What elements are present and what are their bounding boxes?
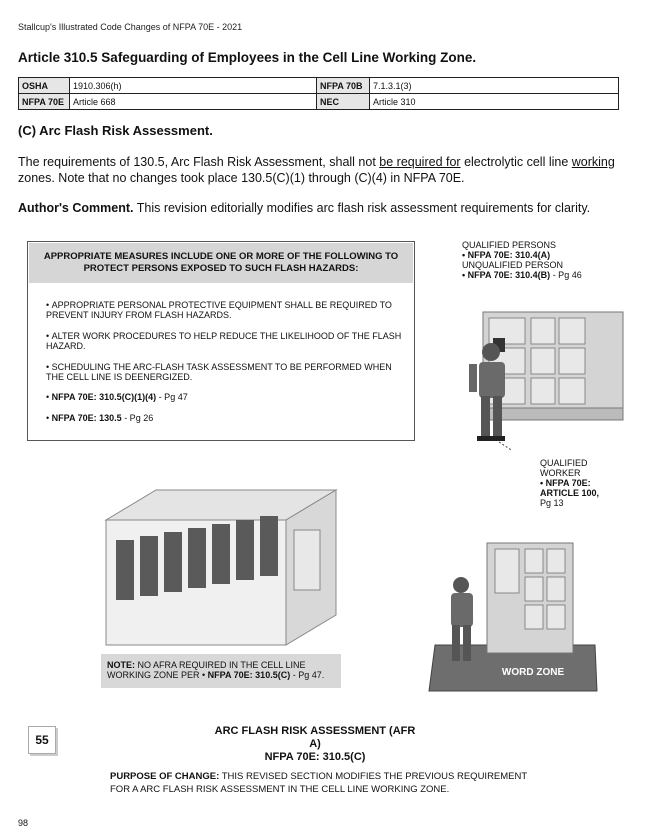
author-comment-text: This revision editorially modifies arc f… — [133, 201, 591, 215]
table-cell: 7.1.3.1(3) — [369, 77, 619, 94]
text-run: electrolytic cell line — [460, 155, 572, 169]
table-cell: NEC — [316, 93, 370, 110]
table-cell: NFPA 70B — [316, 77, 370, 94]
reference-table: OSHA 1910.306(h) NFPA 70B 7.1.3.1(3) NFP… — [18, 77, 619, 110]
label-line: QUALIFIED — [540, 458, 588, 468]
label-line: WORKER — [540, 468, 581, 478]
body-paragraph: The requirements of 130.5, Arc Flash Ris… — [18, 154, 618, 186]
zone-label: WORD ZONE — [501, 667, 565, 678]
list-item: • NFPA 70E: 130.5 - Pg 26 — [46, 413, 154, 423]
table-cell: 1910.306(h) — [69, 77, 317, 94]
underlined-text: be required for — [379, 155, 461, 169]
table-row: OSHA 1910.306(h) NFPA 70B 7.1.3.1(3) — [18, 77, 619, 94]
purpose-of-change: PURPOSE OF CHANGE: THIS REVISED SECTION … — [110, 770, 540, 796]
page-ref: - Pg 26 — [121, 413, 154, 423]
table-cell: Article 310 — [369, 93, 619, 110]
purpose-text: THIS REVISED SECTION MODIFIES THE PREVIO… — [219, 771, 528, 782]
label-line: QUALIFIED PERSONS — [462, 240, 557, 250]
list-item: • APPROPRIATE PERSONAL PROTECTIVE EQUIPM… — [46, 300, 392, 320]
qualified-worker-label: QUALIFIED WORKER • NFPA 70E: ARTICLE 100… — [540, 458, 599, 508]
heading-line: PROTECT PERSONS EXPOSED TO SUCH FLASH HA… — [83, 263, 359, 274]
page-ref: - Pg 47. — [290, 670, 325, 680]
label-line: • NFPA 70E: — [540, 478, 591, 488]
heading-line: APPROPRIATE MEASURES INCLUDE ONE OR MORE… — [43, 251, 399, 262]
label-line: • NFPA 70E: 310.4(A) — [462, 250, 551, 260]
reference: NFPA 70E: 130.5 — [51, 413, 122, 423]
caption-line: NFPA 70E: 310.5(C) — [264, 751, 366, 763]
measures-box: APPROPRIATE MEASURES INCLUDE ONE OR MORE… — [27, 241, 415, 441]
page-ref: - Pg 46 — [550, 270, 582, 280]
author-comment: Author's Comment. This revision editoria… — [18, 200, 638, 216]
reference: NFPA 70E: 310.5(C) — [207, 670, 291, 680]
page-number: 98 — [18, 818, 29, 828]
list-item-text: SCHEDULING THE ARC-FLASH TASK ASSESSMENT… — [46, 362, 392, 382]
table-cell: NFPA 70E — [18, 93, 70, 110]
page-ref: - Pg 47 — [156, 392, 188, 402]
note-text: WORKING ZONE PER • — [107, 670, 208, 680]
list-item: • ALTER WORK PROCEDURES TO HELP REDUCE T… — [46, 331, 402, 351]
text-run: The requirements of 130.5, Arc Flash Ris… — [18, 155, 380, 169]
list-item-text: ALTER WORK PROCEDURES TO HELP REDUCE THE… — [46, 331, 402, 351]
article-title: Article 310.5 Safeguarding of Employees … — [18, 50, 477, 65]
page-badge: 55 — [28, 726, 56, 754]
table-cell: OSHA — [18, 77, 70, 94]
underlined-text: working — [571, 155, 615, 169]
note-box: NOTE: NO AFRA REQUIRED IN THE CELL LINE … — [101, 654, 341, 688]
label-line: Pg 13 — [540, 498, 564, 508]
worker-cabinet-illustration — [469, 311, 624, 450]
table-row: NFPA 70E Article 668 NEC Article 310 — [18, 93, 619, 110]
text-run: zones. Note that no changes took place 1… — [18, 171, 465, 185]
measures-box-heading: APPROPRIATE MEASURES INCLUDE ONE OR MORE… — [29, 243, 413, 283]
note-text: NO AFRA REQUIRED IN THE CELL LINE — [135, 660, 306, 670]
list-item: • NFPA 70E: 310.5(C)(1)(4) - Pg 47 — [46, 392, 188, 402]
table-cell: Article 668 — [69, 93, 317, 110]
label-line: • NFPA 70E: 310.4(B) — [462, 270, 551, 280]
running-header: Stallcup's Illustrated Code Changes of N… — [18, 22, 243, 32]
note-label: NOTE: — [107, 660, 135, 670]
figure-caption: ARC FLASH RISK ASSESSMENT (AFR A) NFPA 7… — [210, 725, 420, 764]
work-zone-illustration — [428, 542, 598, 692]
list-item: • SCHEDULING THE ARC-FLASH TASK ASSESSME… — [46, 362, 392, 382]
author-comment-label: Author's Comment. — [18, 201, 134, 215]
section-heading: (C) Arc Flash Risk Assessment. — [18, 123, 213, 138]
label-line: ARTICLE 100, — [540, 488, 600, 498]
reference: NFPA 70E: 310.5(C)(1)(4) — [51, 392, 157, 402]
caption-line: ARC FLASH RISK ASSESSMENT (AFR A) — [214, 725, 416, 750]
label-line: UNQUALIFIED PERSON — [462, 260, 564, 270]
purpose-label: PURPOSE OF CHANGE: — [110, 771, 220, 782]
qualified-persons-label: QUALIFIED PERSONS • NFPA 70E: 310.4(A) U… — [462, 240, 582, 280]
purpose-text: FOR A ARC FLASH RISK ASSESSMENT IN THE C… — [110, 784, 450, 795]
list-item-text: APPROPRIATE PERSONAL PROTECTIVE EQUIPMEN… — [46, 300, 392, 320]
cell-line-container-illustration — [104, 489, 338, 646]
